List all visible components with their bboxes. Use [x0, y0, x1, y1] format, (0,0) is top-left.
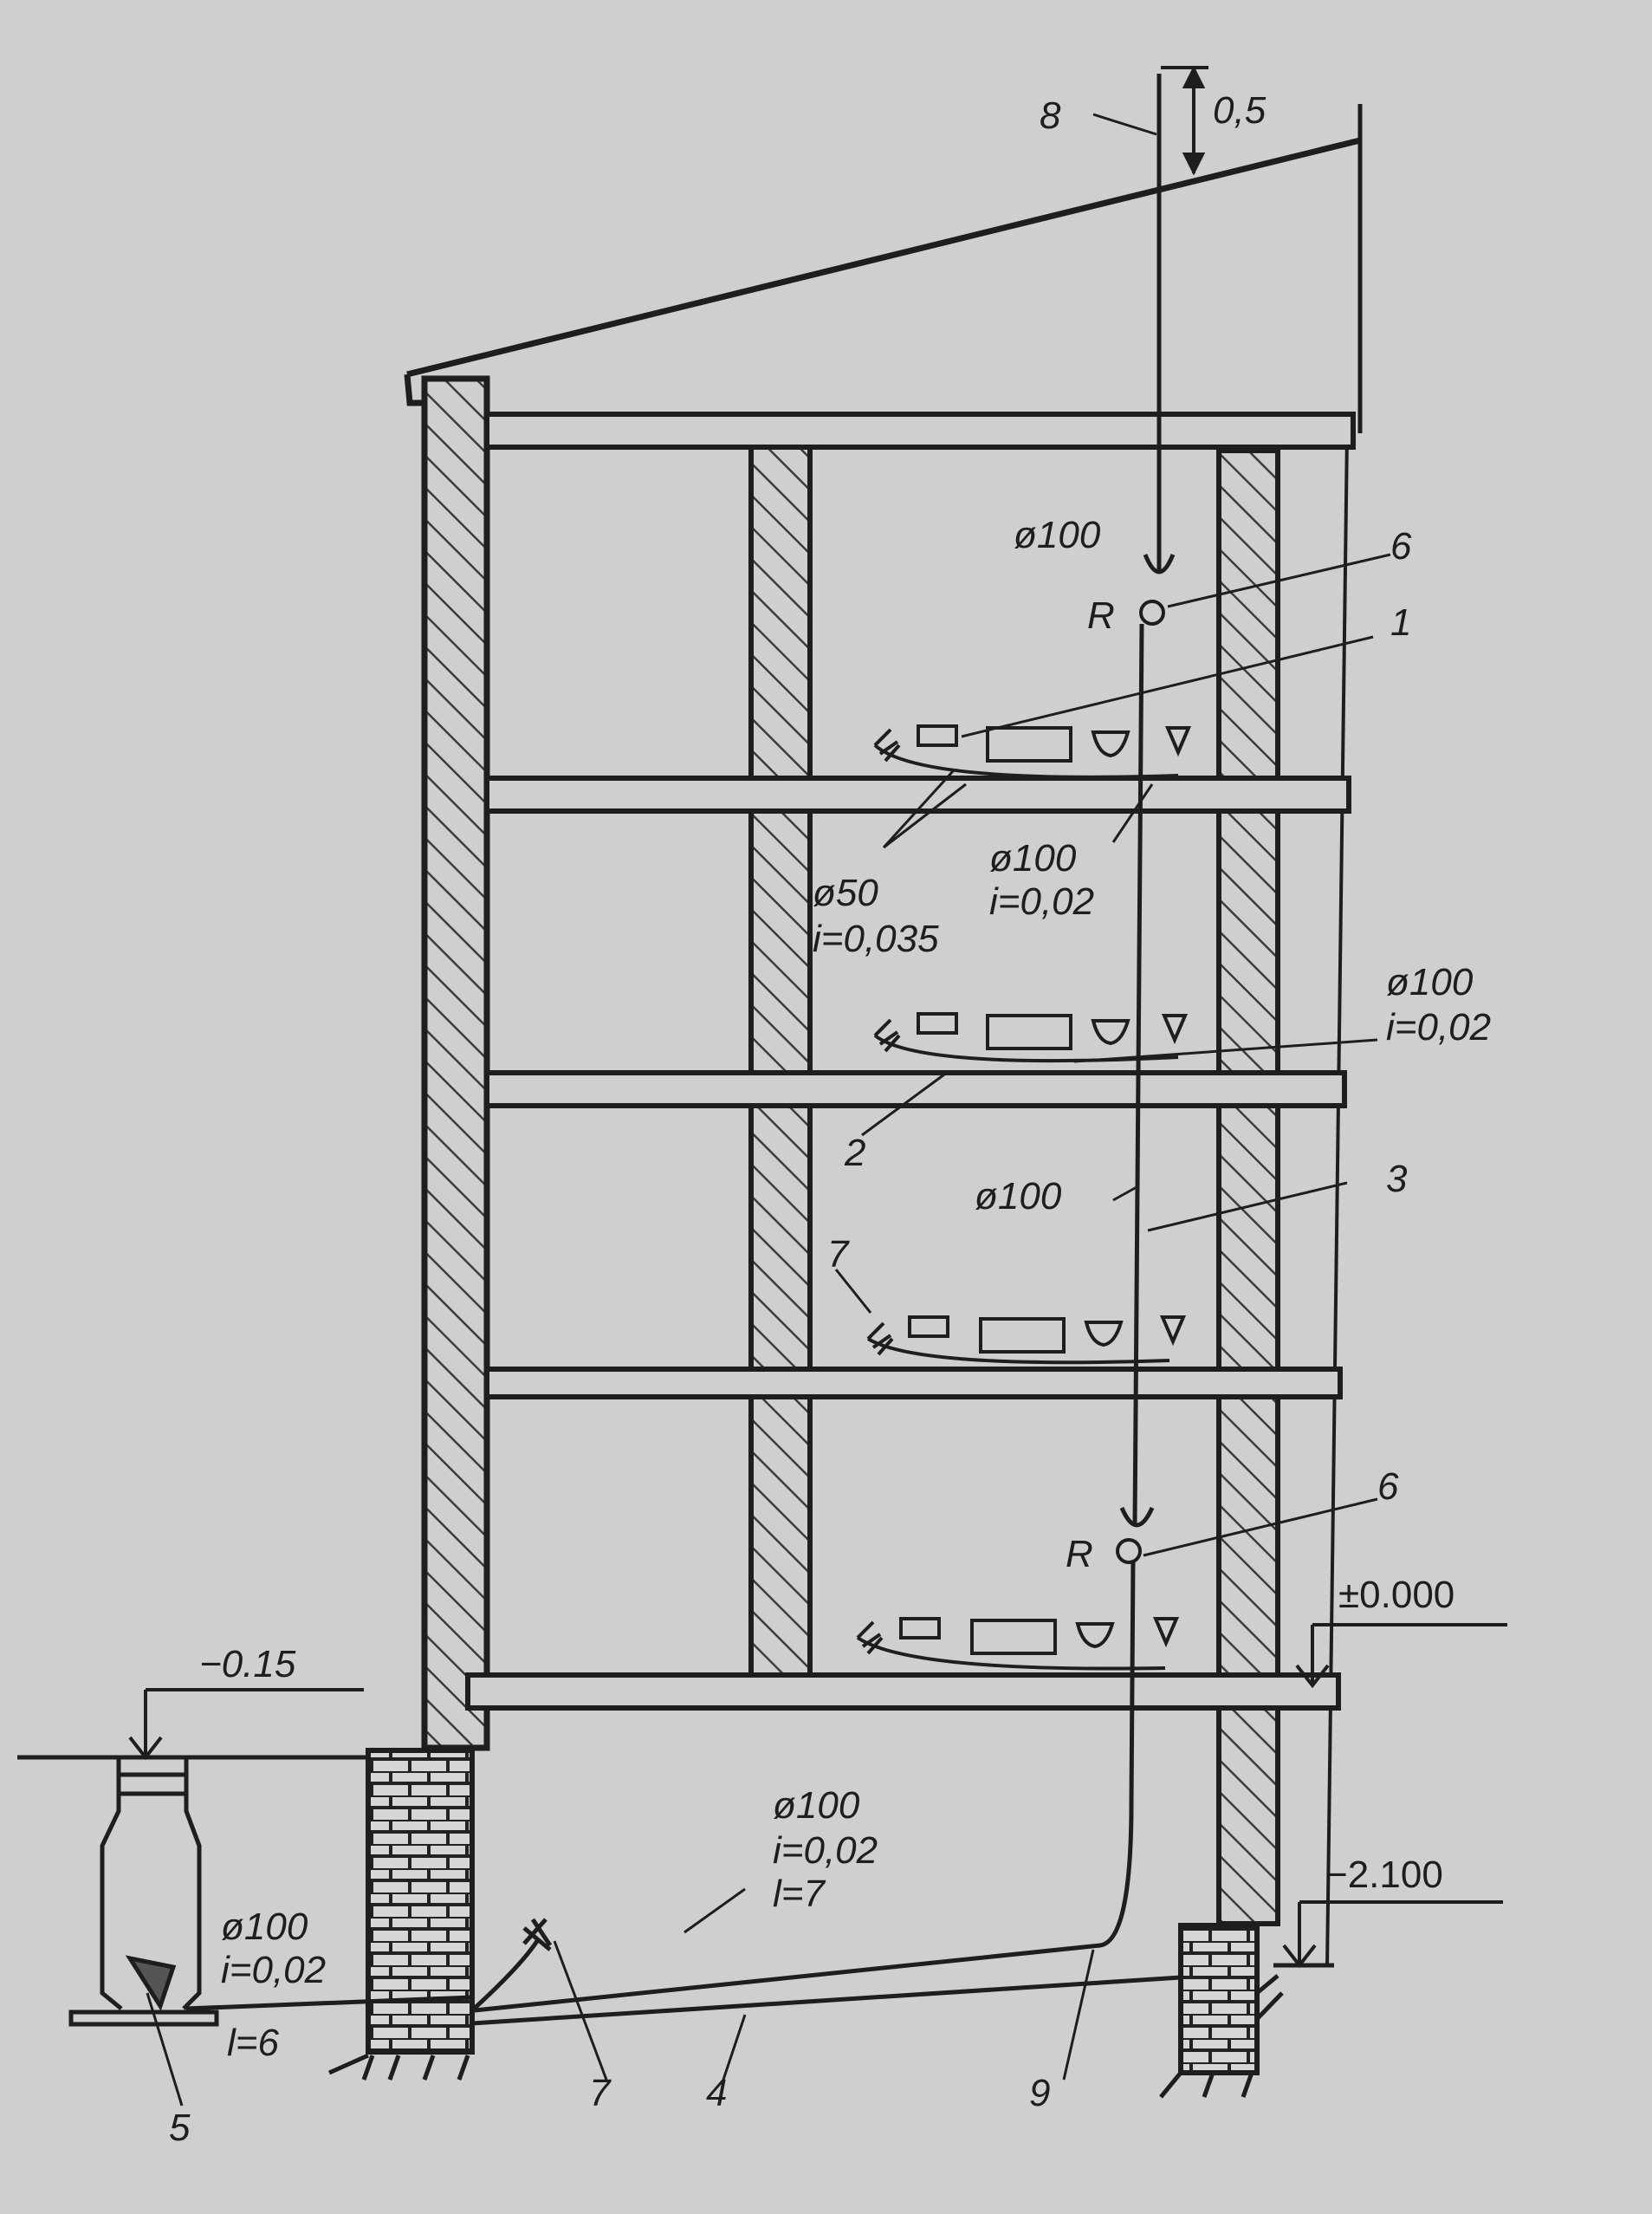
fixture-group-floor-4	[873, 724, 1192, 779]
outer-facade-line	[1325, 432, 1349, 1968]
annotations: 8 0,5 ø100 R 6 1 ø50 i=0,035 ø100 i=0,02…	[169, 89, 1491, 2149]
label-outlet-slope: i=0,02	[221, 1949, 326, 1991]
label-riser-mid-dia: ø100	[975, 1175, 1062, 1217]
riser-pipe	[1132, 623, 1144, 1526]
fixture-group-floor-3	[873, 1012, 1189, 1063]
label-branch-small-dia: ø50	[813, 872, 878, 914]
label-branch-mid-slope: i=0,02	[1386, 1006, 1491, 1049]
label-branch-small-slope: i=0,035	[813, 918, 939, 960]
label-4: 4	[706, 2072, 727, 2114]
label-revision-bottom: R	[1066, 1533, 1093, 1575]
level-marker-ground	[128, 1688, 364, 1761]
label-level-floor: ±0.000	[1338, 1574, 1454, 1616]
label-level-basement: −2.100	[1325, 1854, 1443, 1896]
label-branch-top-slope: i=0,02	[989, 880, 1094, 923]
fixture-group-floor-1	[856, 1617, 1180, 1671]
label-base-pipe-slope: i=0,02	[773, 1829, 878, 1872]
label-1: 1	[1390, 601, 1411, 644]
label-6-bottom: 6	[1377, 1465, 1399, 1508]
label-2: 2	[844, 1132, 865, 1174]
label-outlet-len: l=6	[227, 2022, 279, 2064]
label-revision-top: R	[1087, 594, 1115, 637]
label-level-ground: −0.15	[199, 1643, 296, 1685]
leader-lines	[146, 113, 1391, 2107]
revision-cap-bottom	[1116, 1538, 1142, 1564]
label-base-pipe-len: l=7	[773, 1873, 826, 1915]
ground	[17, 1755, 1334, 2099]
interior-column	[748, 444, 813, 1679]
label-riser-top-dia: ø100	[1014, 514, 1101, 556]
label-7-base: 7	[589, 2072, 612, 2114]
label-outlet-dia: ø100	[221, 1906, 308, 1948]
label-branch-top-dia: ø100	[989, 837, 1077, 880]
label-3: 3	[1386, 1158, 1408, 1200]
inspection-well	[68, 1757, 219, 2027]
fixture-group-floor-2	[866, 1315, 1187, 1365]
label-8: 8	[1040, 94, 1061, 137]
left-foundation	[366, 1748, 475, 2055]
label-5: 5	[169, 2107, 191, 2149]
label-7-mid: 7	[827, 1233, 850, 1276]
basement-collector-pipe	[185, 1802, 1134, 2013]
riser-lower	[1129, 1559, 1136, 1803]
vent-height-dimension	[1161, 65, 1208, 176]
level-marker-basement	[1282, 1900, 1503, 1969]
label-branch-mid-dia: ø100	[1386, 961, 1474, 1003]
right-foundation	[1178, 1923, 1260, 2075]
level-marker-floor	[1295, 1623, 1507, 1689]
label-base-pipe-dia: ø100	[773, 1784, 860, 1827]
revision-cap-top	[1139, 600, 1165, 626]
vent-stack	[1143, 74, 1176, 575]
roof	[404, 104, 1363, 433]
riser-bend	[1119, 1506, 1155, 1528]
label-6-top: 6	[1390, 525, 1412, 568]
label-vent-height: 0,5	[1213, 89, 1267, 132]
label-9: 9	[1029, 2072, 1050, 2114]
left-exterior-wall	[421, 375, 490, 1751]
